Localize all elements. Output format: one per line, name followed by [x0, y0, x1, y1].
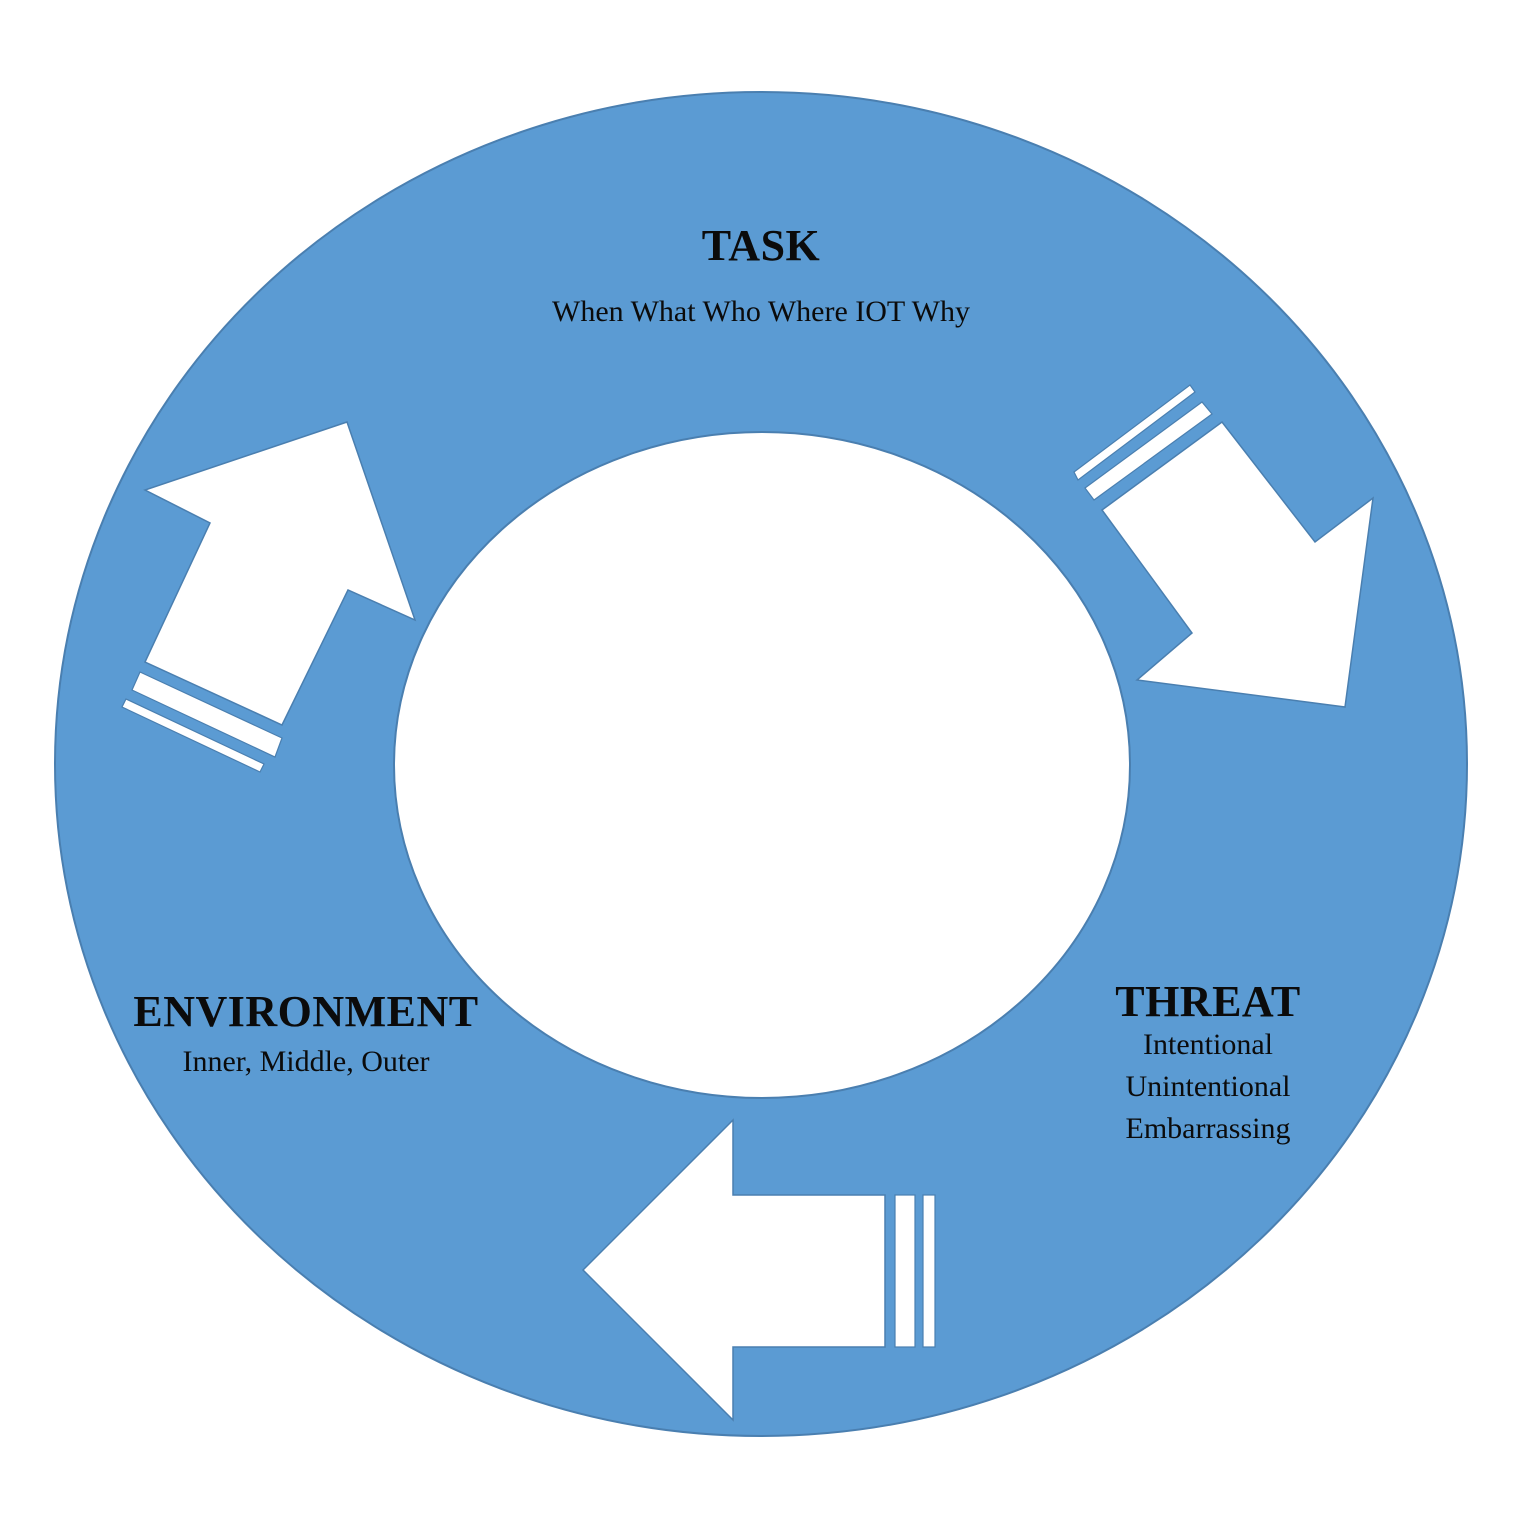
arrow-stripe-thin — [922, 1194, 936, 1348]
arrow-task-to-threat — [1073, 384, 1374, 708]
threat-item: Intentional — [1143, 1028, 1273, 1061]
arrow-stripe-wide — [894, 1194, 916, 1348]
task-title: TASK — [701, 221, 821, 270]
arrow-threat-to-environment — [581, 1118, 936, 1422]
block-arrow-icon — [581, 1118, 886, 1422]
arrow-stripe-thin — [1073, 384, 1196, 481]
arrow-stripe-wide — [131, 671, 283, 758]
task-subtitle: When What Who Where IOT Why — [552, 295, 970, 328]
environment-subtitle: Inner, Middle, Outer — [182, 1045, 430, 1078]
threat-title: THREAT — [1115, 977, 1301, 1026]
block-arrow-icon — [143, 421, 417, 726]
threat-section: THREAT Intentional Unintentional Embarra… — [1058, 980, 1358, 1150]
threat-item: Unintentional — [1125, 1070, 1291, 1103]
task-section: TASK When What Who Where IOT Why — [461, 224, 1061, 332]
environment-section: ENVIRONMENT Inner, Middle, Outer — [96, 990, 516, 1082]
arrow-stripe-wide — [1084, 401, 1213, 501]
environment-title: ENVIRONMENT — [133, 987, 479, 1036]
threat-item: Embarrassing — [1125, 1112, 1291, 1145]
block-arrow-icon — [1100, 420, 1374, 708]
ring — [53, 91, 1469, 1437]
arrow-stripe-thin — [121, 698, 265, 773]
arrow-environment-to-task — [121, 421, 417, 773]
